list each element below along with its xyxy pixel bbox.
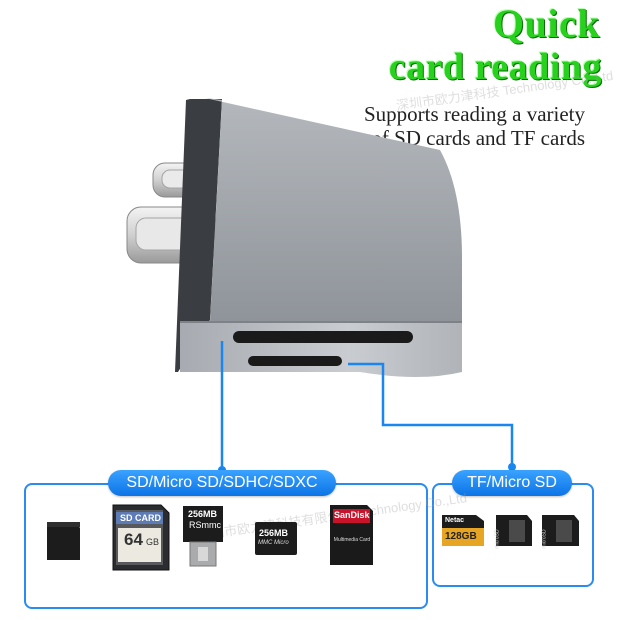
netac-brand: Netac xyxy=(445,517,465,524)
tf-format-label: TF/Micro SD xyxy=(452,470,572,496)
headline-card-reading: card reading xyxy=(388,46,602,88)
sandisk-brand: SanDisk xyxy=(334,510,370,520)
sd-format-label: SD/Micro SD/SDHC/SDXC xyxy=(108,470,336,496)
sd-card-64gb xyxy=(112,504,170,571)
mmc-micro-card xyxy=(255,522,297,555)
microsd-card-2 xyxy=(496,515,532,546)
rsmmc-label: RSmmc xyxy=(189,520,221,530)
sd-card-label: SD CARD xyxy=(119,513,161,523)
sd-card-unit: GB xyxy=(146,537,160,547)
netac-capacity: 128GB xyxy=(445,531,477,542)
mini-sd-card xyxy=(47,522,80,560)
microsd-card-3 xyxy=(542,515,579,546)
mmc-label: MMC Micro xyxy=(258,540,289,546)
headline-quick: Quick xyxy=(493,1,600,46)
tf-connector-line xyxy=(348,362,514,467)
subtitle-line-1: Supports reading a variety xyxy=(363,102,585,126)
sandisk-multimedia-card xyxy=(330,505,373,565)
rsmmc-capacity: 256MB xyxy=(188,509,218,519)
sd-card-capacity: 64 xyxy=(124,530,143,549)
netac-microsd-card xyxy=(442,515,484,546)
microsd-3-label: microSD xyxy=(541,529,548,549)
sandisk-label: Multimedia Card xyxy=(333,537,371,543)
sd-card-slot xyxy=(233,331,413,343)
device-top-face xyxy=(205,98,462,322)
mmc-capacity: 256MB xyxy=(259,528,289,538)
rsmmc-card xyxy=(183,506,223,567)
microsd-2-label: microSD xyxy=(494,529,501,549)
tf-card-slot xyxy=(248,356,342,366)
device-side xyxy=(175,99,222,372)
